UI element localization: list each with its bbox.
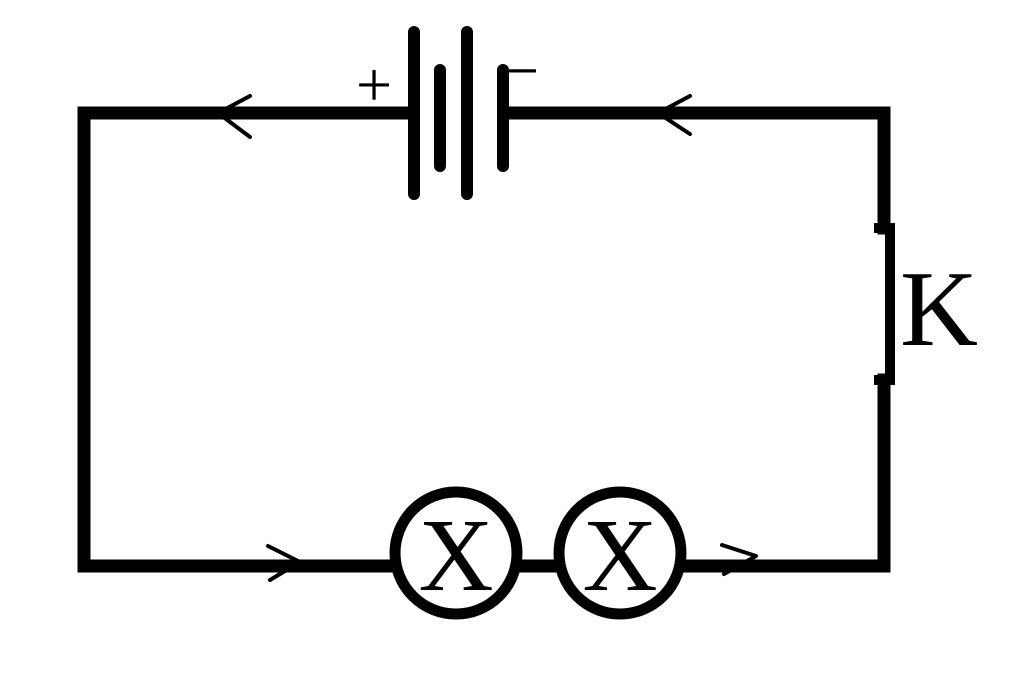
current-arrows [216, 94, 758, 582]
battery-positive-label: + [356, 49, 392, 120]
wires [77, 106, 891, 573]
arrow-right-icon [720, 543, 758, 576]
lamp-1-ring [389, 486, 523, 620]
wire-top-right [507, 106, 891, 235]
arrow-left-icon [216, 94, 252, 139]
lamp-2-ring [553, 486, 687, 620]
arrow-right-icon [266, 544, 302, 582]
lamp-1: X [389, 486, 523, 620]
battery: + − [356, 26, 539, 200]
switch: K [874, 223, 978, 385]
switch-contact [874, 223, 895, 385]
battery-negative-label: − [503, 35, 539, 106]
lamp-2-symbol: X [582, 498, 657, 613]
lamp-2: X [553, 486, 687, 620]
wire-bottom-right [677, 373, 891, 573]
arrow-left-icon [656, 94, 692, 136]
wire-top-left [77, 106, 417, 573]
lamp-1-symbol: X [418, 498, 493, 613]
switch-label: K [900, 250, 978, 369]
